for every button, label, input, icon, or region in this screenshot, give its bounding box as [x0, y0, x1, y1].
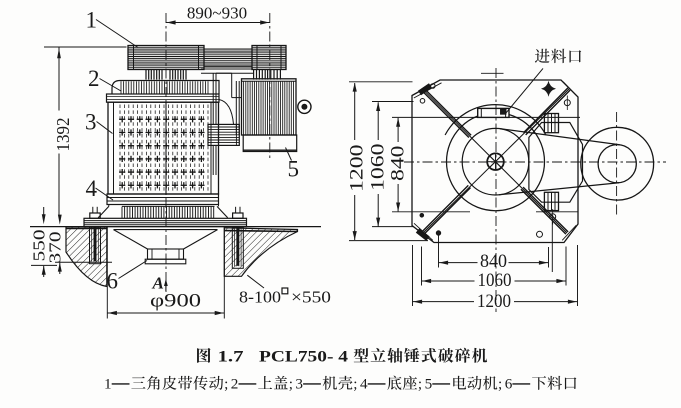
svg-text:;: ;	[498, 376, 502, 393]
svg-text:1060: 1060	[478, 271, 512, 291]
svg-text:1.7: 1.7	[218, 348, 244, 365]
svg-text:3: 3	[85, 110, 97, 135]
svg-text:1: 1	[86, 8, 98, 33]
svg-text:1060: 1060	[367, 144, 388, 192]
svg-text:PCL750- 4: PCL750- 4	[259, 348, 348, 365]
svg-text:;: ;	[353, 376, 357, 393]
svg-text:1: 1	[104, 376, 112, 393]
svg-text:2: 2	[88, 66, 100, 91]
svg-text:550: 550	[30, 230, 49, 262]
svg-text:3: 3	[295, 376, 303, 393]
svg-text:1200: 1200	[346, 145, 367, 193]
svg-text:1200: 1200	[477, 292, 511, 312]
svg-text:840: 840	[387, 146, 408, 182]
svg-text:370: 370	[46, 232, 65, 264]
svg-text:;: ;	[289, 376, 293, 393]
svg-text:840: 840	[480, 252, 507, 272]
svg-text:6: 6	[505, 376, 513, 393]
svg-text:6: 6	[107, 269, 119, 294]
svg-text:890~930: 890~930	[187, 4, 247, 23]
svg-text:×550: ×550	[291, 288, 331, 307]
svg-text:4: 4	[86, 176, 98, 201]
svg-text:φ900: φ900	[150, 291, 201, 312]
svg-text:1392: 1392	[53, 118, 73, 152]
svg-text:A: A	[152, 274, 164, 293]
svg-text:5: 5	[288, 157, 300, 182]
svg-text:8-100: 8-100	[239, 288, 281, 307]
svg-text:2: 2	[231, 376, 239, 393]
svg-text:5: 5	[425, 376, 433, 393]
svg-text:;: ;	[224, 376, 228, 393]
svg-text:;: ;	[418, 376, 422, 393]
svg-text:4: 4	[360, 376, 368, 393]
